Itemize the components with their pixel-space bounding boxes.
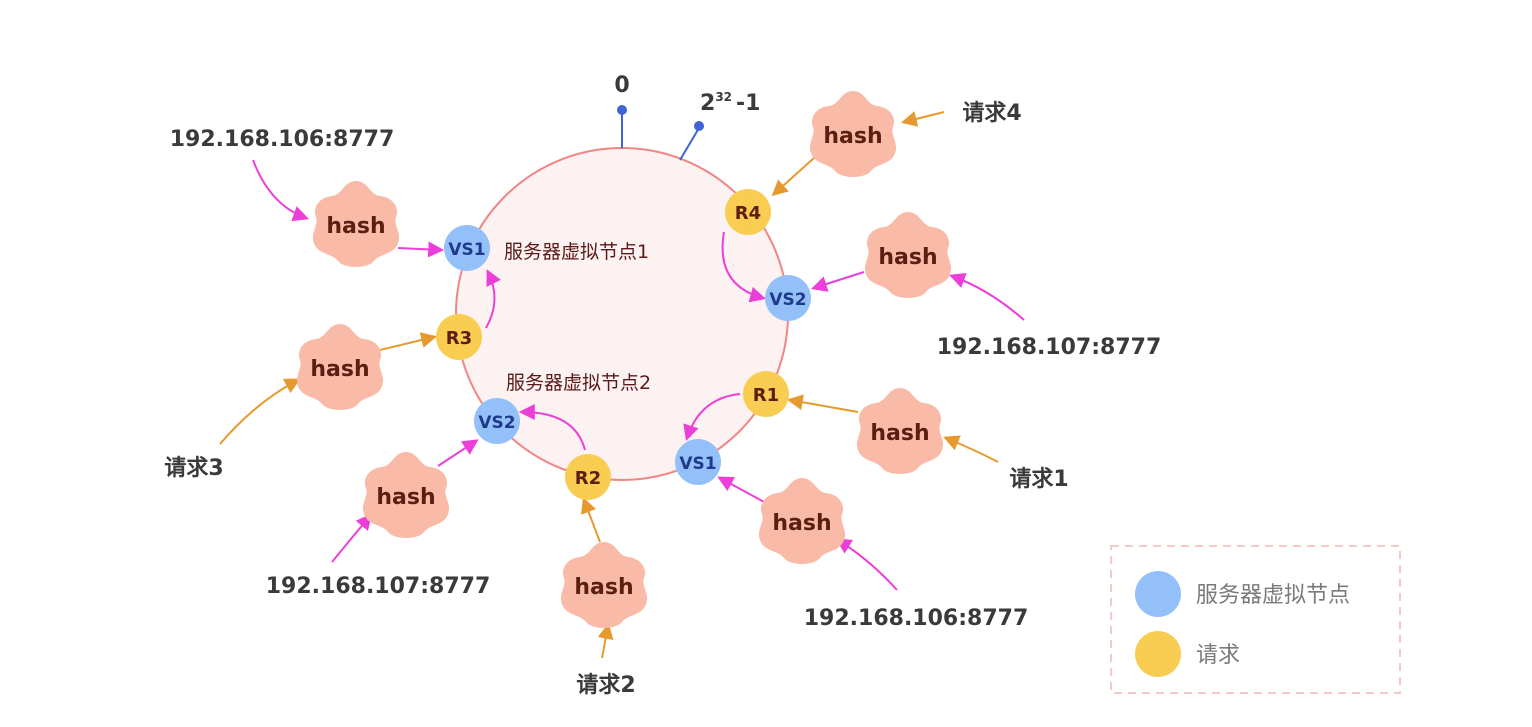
server-ip-top-left: 192.168.106:8777 (170, 127, 395, 152)
svg-text:VS2: VS2 (769, 290, 806, 310)
svg-text:R3: R3 (446, 328, 472, 349)
ring-zero-marker (617, 105, 627, 148)
svg-text:hash: hash (326, 214, 385, 239)
svg-text:hash: hash (878, 245, 937, 270)
arrow-r3-to-vs1 (485, 269, 501, 329)
hash-blob-bottom-right: hash (758, 478, 846, 564)
svg-text:hash: hash (823, 124, 882, 149)
hash-blob-bottom: hash (560, 542, 648, 628)
request-node-r4: R4 (725, 189, 771, 235)
svg-text:hash: hash (376, 485, 435, 510)
legend: 服务器虚拟节点 请求 (1110, 545, 1401, 694)
server-node-vs2-left: VS2 (474, 398, 520, 444)
server-arrows (252, 159, 1025, 591)
hash-blob-top-left: hash (312, 181, 400, 267)
svg-text:hash: hash (310, 357, 369, 382)
server-ip-bottom-right: 192.168.106:8777 (804, 606, 1029, 631)
arrow-ip107-left-to-hash (331, 513, 373, 563)
request-node-r2: R2 (565, 454, 611, 500)
server-ip-right: 192.168.107:8777 (937, 335, 1162, 360)
arrow-req2-to-hash (597, 622, 614, 659)
hash-blob-left: hash (296, 324, 384, 410)
arrow-r2-to-vs2 (518, 404, 586, 451)
server-node-vs1-top: VS1 (444, 225, 490, 271)
hash-blob-right: hash (856, 388, 944, 474)
server-node-vs1-bottom: VS1 (675, 439, 721, 485)
arrow-r4-to-vs2 (721, 231, 767, 303)
arrow-hash-to-vs1 (397, 241, 445, 258)
ring-max-marker (679, 121, 704, 161)
arrow-ip106-to-hash (252, 159, 310, 222)
svg-text:hash: hash (772, 511, 831, 536)
arrow-r1-to-vs1 (683, 393, 741, 442)
request-arrows (219, 111, 999, 659)
request-label-2: 请求2 (576, 672, 635, 698)
svg-text:R1: R1 (753, 385, 779, 406)
arrow-ip107-to-hash (948, 272, 1025, 321)
legend-server-swatch (1135, 571, 1181, 617)
arrow-ip106-bottom-to-hash (835, 538, 898, 591)
legend-server-label: 服务器虚拟节点 (1196, 583, 1350, 608)
request-label-4: 请求4 (962, 100, 1021, 126)
request-label-3: 请求3 (164, 455, 223, 481)
legend-request-swatch (1135, 631, 1181, 677)
arrow-hash-to-vs2-left (437, 439, 479, 467)
arrow-hash-to-vs2-right (810, 271, 865, 292)
ring-zero-label: 0 (614, 73, 629, 98)
request-node-r1: R1 (743, 371, 789, 417)
hash-blob-bottom-left: hash (362, 452, 450, 538)
request-node-r3: R3 (436, 314, 482, 360)
arrow-hash-to-vs1-bottom (717, 476, 767, 504)
arrow-req4-to-hash (900, 111, 945, 127)
vnode2-caption: 服务器虚拟节点2 (506, 372, 651, 394)
svg-text:VS1: VS1 (448, 240, 485, 260)
svg-text:R4: R4 (735, 203, 761, 224)
arrow-req3-to-hash (219, 378, 301, 445)
request-label-1: 请求1 (1009, 466, 1068, 492)
legend-box (1110, 545, 1401, 694)
arrow-req1-to-hash (943, 435, 999, 463)
server-node-vs2-right: VS2 (765, 275, 811, 321)
vnode1-caption: 服务器虚拟节点1 (504, 241, 649, 263)
svg-text:VS1: VS1 (679, 454, 716, 474)
arrow-hash-to-r2 (581, 497, 601, 543)
arrow-hash-to-r4 (771, 157, 815, 197)
ring-max-label: 232-1 (700, 90, 760, 116)
svg-text:hash: hash (574, 575, 633, 600)
arrow-hash-to-r1 (786, 394, 859, 413)
svg-text:R2: R2 (575, 468, 601, 489)
hash-blob-upper-right: hash (864, 212, 952, 298)
arrow-hash-to-r3 (379, 332, 438, 351)
mapping-arrows (485, 231, 767, 451)
hash-blob-top-right: hash (809, 91, 897, 177)
svg-text:VS2: VS2 (478, 413, 515, 433)
server-ip-bottom-left: 192.168.107:8777 (266, 574, 491, 599)
legend-request-label: 请求 (1196, 643, 1240, 668)
svg-text:hash: hash (870, 421, 929, 446)
